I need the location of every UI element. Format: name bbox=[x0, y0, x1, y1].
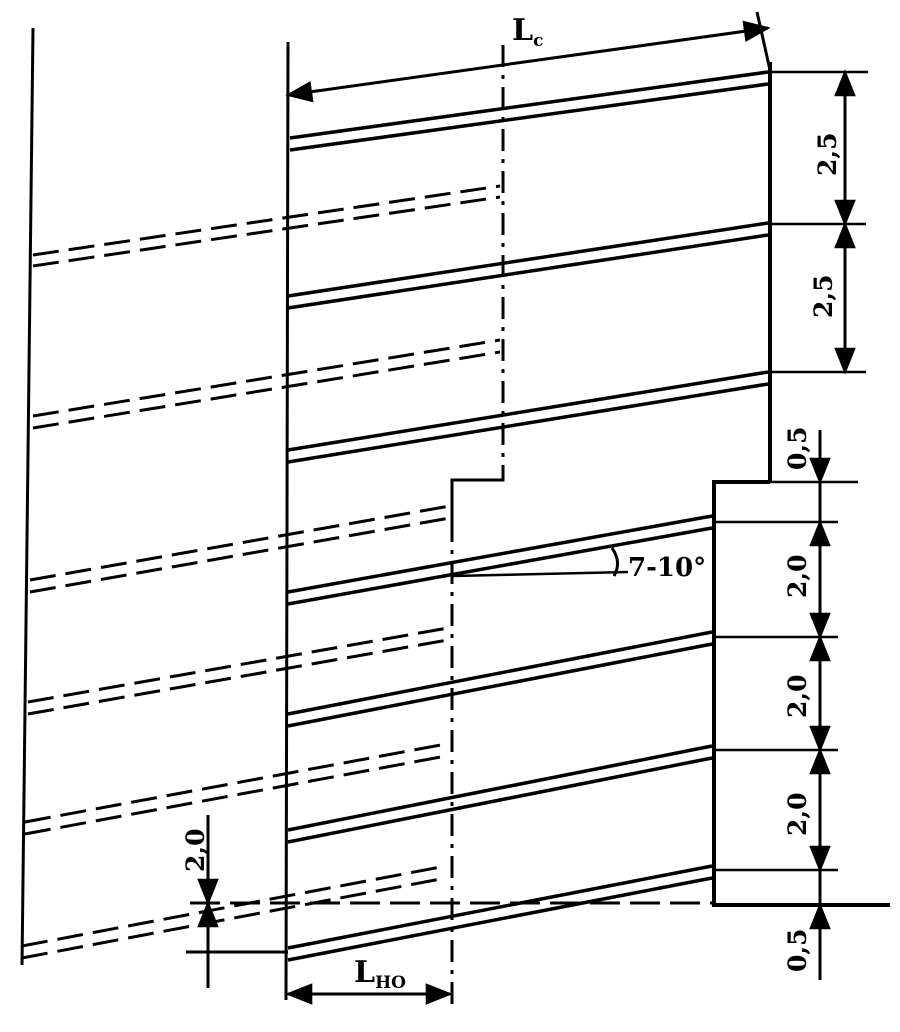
lc-dimension-line bbox=[285, 20, 771, 103]
right-dimension-lines bbox=[809, 69, 856, 980]
dim-label-2-5-top: 2,5 bbox=[813, 133, 842, 177]
dim-label-0-5-bottom: 0,5 bbox=[783, 929, 812, 973]
dim-label-2-0-third: 2,0 bbox=[783, 793, 812, 837]
angle-label: 7-10° bbox=[628, 553, 706, 583]
dim-label-2-0-first: 2,0 bbox=[783, 555, 812, 599]
lc-extension-line bbox=[755, 11, 772, 71]
centre-axes bbox=[450, 45, 505, 1012]
dim-label-2-0-left: 2,0 bbox=[181, 829, 210, 873]
left-dimension-lines bbox=[186, 815, 288, 988]
dim-label-2-5-bottom: 2,5 bbox=[809, 275, 838, 319]
left-boundary-line bbox=[20, 27, 35, 966]
solid-drains bbox=[287, 70, 769, 962]
lc-label: Lc bbox=[512, 13, 543, 51]
angle-arc bbox=[610, 547, 619, 577]
dim-label-2-0-second: 2,0 bbox=[783, 675, 812, 719]
lho-label: LНО bbox=[354, 955, 406, 993]
dashed-drains bbox=[21, 184, 501, 960]
main-collector-line bbox=[284, 41, 290, 1001]
angle-reference-line bbox=[451, 570, 629, 578]
dim-label-0-5-top: 0,5 bbox=[783, 427, 812, 471]
